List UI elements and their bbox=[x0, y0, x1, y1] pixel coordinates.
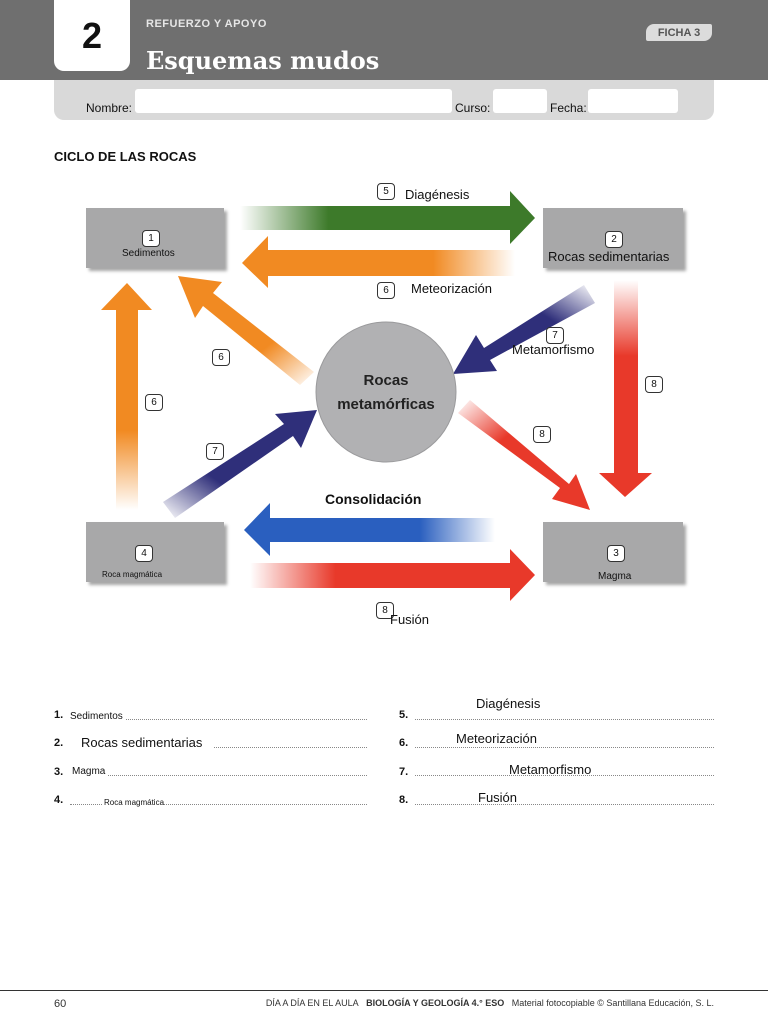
badge-metamorfismo: 7 bbox=[546, 327, 564, 344]
answer-3-num: 3. bbox=[54, 766, 64, 778]
box-magma-badge: 3 bbox=[607, 545, 625, 562]
arrow-metamorfismo bbox=[453, 285, 595, 374]
answer-7-text: Metamorfismo bbox=[509, 762, 592, 777]
footer-rule bbox=[0, 990, 768, 991]
answer-8-text: Fusión bbox=[478, 790, 518, 805]
footer-series: DÍA A DÍA EN EL AULA bbox=[265, 998, 359, 1008]
answer-3-text: Magma bbox=[72, 766, 106, 777]
arrow-left-vertical bbox=[101, 283, 152, 510]
arrow-diagenesis bbox=[240, 191, 535, 244]
unit-number: 2 bbox=[54, 0, 130, 71]
answer-3-line bbox=[108, 775, 367, 776]
center-label: Rocas metamórficas bbox=[316, 369, 456, 417]
answer-8-num: 8. bbox=[399, 794, 409, 806]
badge-left-vertical: 6 bbox=[145, 394, 163, 411]
badge-right-vertical: 8 bbox=[645, 376, 663, 393]
answer-8-line bbox=[415, 804, 714, 805]
fecha-field[interactable] bbox=[588, 89, 678, 113]
nombre-label: Nombre: bbox=[86, 101, 133, 115]
header-kicker: REFUERZO Y APOYO bbox=[146, 18, 267, 30]
answer-2-text: Rocas sedimentarias bbox=[81, 735, 203, 750]
answer-7-num: 7. bbox=[399, 766, 409, 778]
box-roca-magmatica bbox=[86, 522, 224, 582]
section-title: CICLO DE LAS ROCAS bbox=[54, 149, 197, 164]
page-title: Esquemas mudos bbox=[146, 46, 380, 75]
answer-4-line-b bbox=[162, 804, 367, 805]
box-magma-label: Magma bbox=[598, 571, 632, 582]
answer-6-text: Meteorización bbox=[456, 731, 537, 746]
answer-1-text: Sedimentos bbox=[70, 711, 123, 722]
label-diagenesis: Diagénesis bbox=[405, 187, 470, 202]
badge-diag-up-left: 6 bbox=[212, 349, 230, 366]
arrow-diag-up-left bbox=[178, 276, 314, 385]
badge-meteorizacion: 6 bbox=[377, 282, 395, 299]
answer-5-text: Diagénesis bbox=[476, 696, 541, 711]
answer-2-num: 2. bbox=[54, 737, 64, 749]
arrow-right-vertical bbox=[599, 280, 652, 497]
box-rocas-sedimentarias-label: Rocas sedimentarias bbox=[548, 249, 670, 264]
page-number: 60 bbox=[54, 998, 67, 1010]
arrow-meteorizacion bbox=[242, 236, 515, 288]
answer-7-line bbox=[415, 775, 714, 776]
label-consolidacion: Consolidación bbox=[325, 491, 422, 507]
arrow-consolidacion bbox=[244, 503, 495, 556]
box-roca-magmatica-label: Roca magmática bbox=[102, 570, 163, 579]
curso-field[interactable] bbox=[493, 89, 547, 113]
box-sedimentos-badge: 1 bbox=[142, 230, 160, 247]
answer-6-num: 6. bbox=[399, 737, 409, 749]
label-meteorizacion: Meteorización bbox=[411, 281, 492, 296]
center-line1: Rocas bbox=[363, 372, 409, 389]
box-sedimentos-label: Sedimentos bbox=[122, 248, 175, 259]
center-line2: metamórficas bbox=[337, 396, 435, 413]
arrow-center-to-magma bbox=[458, 400, 590, 510]
answer-4-text: Roca magmática bbox=[104, 798, 165, 807]
arrow-diag-lower bbox=[163, 410, 317, 518]
answer-1-line bbox=[126, 719, 367, 720]
answer-4-line-a bbox=[70, 804, 102, 805]
answer-2-line bbox=[214, 747, 367, 748]
footer-copyright: Material fotocopiable © Santillana Educa… bbox=[511, 998, 714, 1008]
ficha-badge: FICHA 3 bbox=[646, 24, 712, 41]
answer-5-num: 5. bbox=[399, 709, 409, 721]
box-roca-magmatica-badge: 4 bbox=[135, 545, 153, 562]
badge-diag-lower: 7 bbox=[206, 443, 224, 460]
badge-center-to-magma: 8 bbox=[533, 426, 551, 443]
footer-credits: DÍA A DÍA EN EL AULA BIOLOGÍA Y GEOLOGÍA… bbox=[266, 998, 714, 1008]
badge-fusion: 8 bbox=[376, 602, 394, 619]
label-metamorfismo: Metamorfismo bbox=[512, 342, 595, 357]
label-fusion: Fusión bbox=[390, 612, 430, 627]
answer-5-line bbox=[415, 719, 714, 720]
metamorphic-rocks-circle bbox=[315, 321, 457, 463]
curso-label: Curso: bbox=[455, 101, 491, 115]
answer-1-num: 1. bbox=[54, 709, 64, 721]
answer-6-line bbox=[415, 747, 714, 748]
nombre-field[interactable] bbox=[135, 89, 452, 113]
box-rocas-sedimentarias-badge: 2 bbox=[605, 231, 623, 248]
arrow-fusion bbox=[250, 549, 535, 601]
answer-4-num: 4. bbox=[54, 794, 64, 806]
footer-course: BIOLOGÍA Y GEOLOGÍA 4.° ESO bbox=[366, 998, 505, 1008]
fecha-label: Fecha: bbox=[550, 101, 587, 115]
badge-diagenesis: 5 bbox=[377, 183, 395, 200]
